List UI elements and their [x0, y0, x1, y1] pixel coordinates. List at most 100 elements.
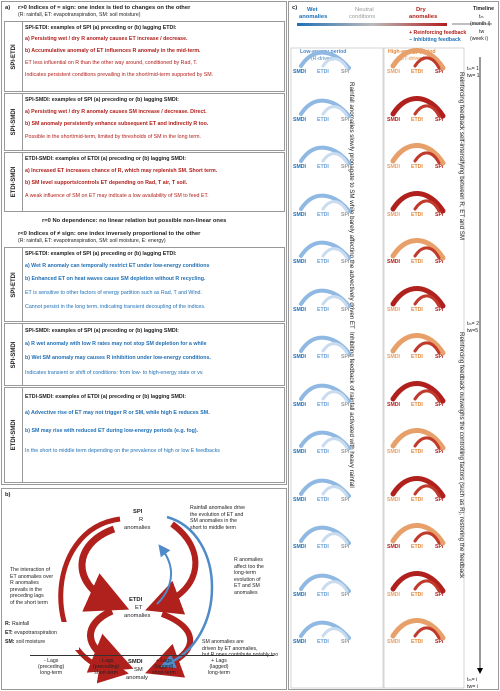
index-label-high: SPI [435, 259, 444, 265]
index-label-low: SPI [341, 354, 350, 360]
feedback-arc-row [299, 475, 446, 498]
feedback-arc [413, 199, 441, 212]
legend-wet: Wet [307, 7, 318, 13]
panel-b-legend: R: Rainfall ET: evapotranspiration SM: s… [5, 621, 79, 650]
feedback-arc [413, 626, 441, 640]
node-etdi: ETDI [129, 597, 143, 603]
block-note-1: ET is sensitive to other factors of ener… [25, 290, 202, 296]
arrow-blue-inner [156, 544, 173, 605]
block-title: SPI-ETDI: examples of SPI (a) preceding … [25, 25, 177, 31]
feedback-arc [321, 199, 349, 212]
feedback-arc [321, 484, 349, 497]
feedback-arc-row [299, 618, 446, 641]
index-label-low: SMDI [293, 401, 306, 408]
index-label-high: SPI [435, 544, 444, 550]
lag-axis [30, 655, 274, 656]
index-label-high: SPI [435, 69, 444, 75]
feedback-arc [390, 190, 446, 213]
index-label-low: SMDI [293, 544, 306, 550]
index-label-low: SMDI [293, 639, 306, 645]
index-label-low: ETDI [317, 259, 329, 265]
index-label-high: SMDI [387, 449, 400, 455]
positive-header: r>0 Indices of = sign: one index is tied… [18, 5, 191, 11]
feedback-arc [321, 294, 349, 307]
feedback-arc [390, 48, 446, 71]
pos-block-etdi-smdi: ETDI-SMDI ETDI-SMDI: examples of ETDI (a… [4, 152, 285, 212]
index-label-low: ETDI [317, 69, 329, 75]
feedback-arc-row [299, 190, 446, 213]
panel-c-label: c) [292, 5, 298, 11]
pos-block-spi-etdi: SPI-ETDI SPI-ETDI: examples of SPI (a) p… [4, 21, 285, 92]
arrow-spi-smdi-outer [58, 516, 129, 684]
index-label-low: ETDI [317, 306, 329, 313]
side-label: SPI-SMDI [5, 324, 23, 385]
tick-3b: tw= i [467, 684, 478, 690]
feedback-arc [413, 151, 441, 165]
feedback-arc [321, 627, 349, 640]
feedback-arc [413, 389, 441, 402]
positive-subheader: (R: rainfall, ET: evapotranspiration, SM… [18, 12, 141, 18]
node-spi: SPI [133, 509, 143, 515]
block-note-1: A weak influence of SM on ET may indicat… [25, 193, 209, 199]
pos-block-spi-smdi: SPI-SMDI SPI-SMDI: examples of SPI (a) p… [4, 93, 285, 151]
feedback-arc [413, 531, 441, 545]
index-label-high: SPI [435, 639, 444, 645]
side-label: ETDI-SMDI [5, 388, 23, 482]
block-b: b) SM anomaly persistently enhance subse… [25, 121, 209, 127]
panel-a: a) r>0 Indices of = sign: one index is t… [1, 1, 287, 485]
arrow-etdi-smdi-left [86, 607, 134, 673]
node-spi-anom: anomalies [124, 525, 151, 531]
timeline-tw: tw [479, 29, 485, 35]
side-label: SPI-SMDI [5, 94, 23, 150]
arrow-blue-right [160, 515, 214, 669]
tick-1b: tw= 1 [467, 73, 480, 79]
index-label-high: SMDI [387, 639, 400, 645]
panel-b: b) SPI R anomalies ETDI ET anomalies SMD… [1, 488, 287, 690]
index-label-low: SMDI [293, 306, 306, 313]
side-label: ETDI-SMDI [5, 153, 23, 211]
block-b: b) Enhanced ET on heat waves cause SM de… [25, 276, 206, 282]
index-label-low: ETDI [317, 449, 329, 455]
arrow-spi-etdi-right [145, 521, 199, 615]
block-a: a) Increased ET increases chance of R, w… [25, 168, 218, 174]
negative-header: r<0 Indices of ≠ sign: one index inverse… [18, 231, 201, 237]
index-label-high: SPI [435, 354, 444, 360]
index-label-high: SMDI [387, 69, 400, 75]
block-note-2: Indicates persistent conditions prevaili… [25, 72, 214, 78]
index-label-high: ETDI [411, 354, 423, 360]
feedback-arc-row [299, 143, 446, 166]
block-note-1: Indicates transient or shift of conditio… [25, 370, 204, 376]
index-label-high: SPI [435, 211, 444, 218]
index-label-low: ETDI [317, 591, 329, 598]
index-label-high: SMDI [387, 164, 400, 170]
index-label-low: ETDI [317, 544, 329, 550]
feedback-arc [321, 57, 349, 70]
feedback-arc [321, 579, 349, 592]
index-label-high: ETDI [411, 164, 423, 170]
index-label-low: SMDI [293, 69, 306, 75]
index-label-high: SMDI [387, 211, 400, 218]
index-label-low: SPI [341, 259, 350, 265]
index-label-low: SPI [341, 69, 350, 75]
block-b: b) SM level supports/controls ET dependi… [25, 180, 188, 186]
index-label-high: SMDI [387, 544, 400, 550]
index-label-low: SMDI [293, 164, 306, 170]
index-label-low: SPI [341, 401, 350, 408]
block-title: SPI-SMDI: examples of SPI (a) preceding … [25, 328, 179, 334]
neg-block-spi-etdi: SPI-ETDI SPI-ETDI: examples of SPI (a) p… [4, 247, 285, 322]
feedback-arc [321, 389, 349, 402]
feedback-arc [390, 570, 446, 593]
timeline-tw-sub: (week i) [470, 36, 489, 42]
feedback-arc [390, 380, 446, 403]
node-etdi-anom: anomalies [124, 613, 151, 619]
index-label-low: SPI [341, 306, 350, 313]
feedback-arc-row [299, 48, 446, 71]
index-label-high: ETDI [411, 496, 423, 503]
timeline-tm-sub: (month i) [470, 21, 491, 27]
index-label-low: SMDI [293, 449, 306, 455]
axis-col-2: - Lags(preceding)short-term [93, 658, 120, 677]
feedback-arc [413, 436, 441, 450]
legend-dry: Dry [416, 7, 426, 13]
neg-block-etdi-smdi: ETDI-SMDI ETDI-SMDI: examples of ETDI (a… [4, 387, 285, 483]
